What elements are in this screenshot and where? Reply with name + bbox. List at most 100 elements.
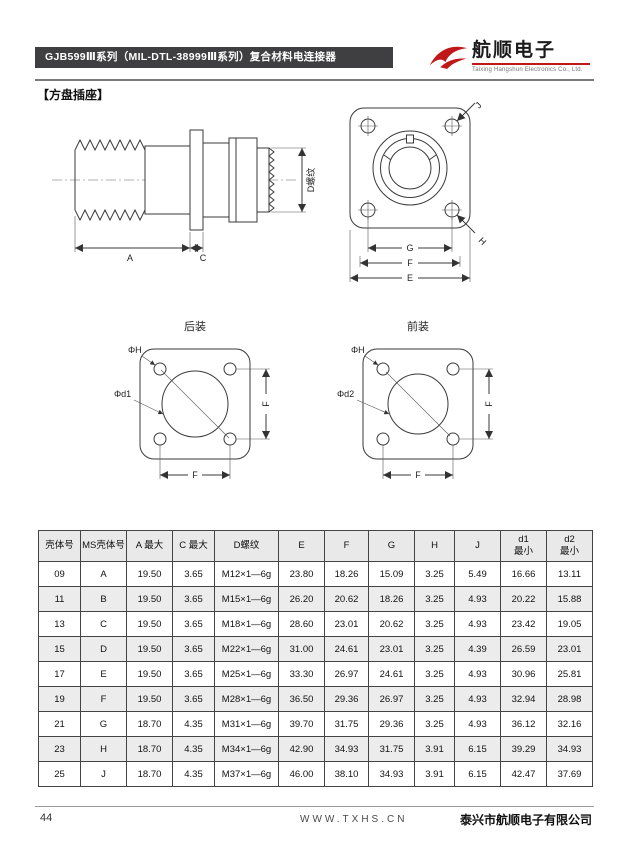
table-cell: 4.93 [454, 686, 501, 712]
table-cell: 5.49 [454, 561, 501, 587]
table-cell: G [80, 711, 127, 737]
table-cell: 19.50 [126, 561, 173, 587]
table-cell: 4.35 [172, 711, 215, 737]
table-cell: 3.65 [172, 611, 215, 637]
header-divider [35, 79, 594, 81]
table-cell: E [80, 661, 127, 687]
column-header: D螺纹 [214, 530, 279, 562]
table-cell: 19 [38, 686, 81, 712]
rear-dim-f-bottom: F [192, 470, 198, 480]
table-cell: 3.65 [172, 586, 215, 612]
logo-company-name: 航顺电子 [472, 40, 557, 61]
table-cell: 21 [38, 711, 81, 737]
table-cell: 36.12 [500, 711, 547, 737]
table-cell: H [80, 736, 127, 762]
table-cell: M22×1—6g [214, 636, 279, 662]
table-cell: 26.97 [324, 661, 369, 687]
dim-label-g: G [406, 243, 413, 253]
table-cell: 31.75 [368, 736, 415, 762]
page-number: 44 [40, 812, 53, 824]
table-cell: 32.16 [546, 711, 593, 737]
table-cell: 18.70 [126, 711, 173, 737]
table-cell: 32.94 [500, 686, 547, 712]
mounting-flange [189, 129, 204, 231]
table-cell: 25.81 [546, 661, 593, 687]
column-header: d1 最小 [500, 530, 547, 562]
table-cell: 3.25 [414, 561, 455, 587]
table-cell: 13 [38, 611, 81, 637]
table-cell: 4.93 [454, 586, 501, 612]
column-header: A 最大 [126, 530, 173, 562]
table-cell: 36.50 [278, 686, 325, 712]
front-dim-f-right: F [484, 401, 494, 407]
column-header: F [324, 530, 369, 562]
table-cell: D [80, 636, 127, 662]
front-mount-diagram: 前装 ΦH Φd2 F F [337, 319, 494, 480]
table-cell: 23.01 [368, 636, 415, 662]
table-cell: 30.96 [500, 661, 547, 687]
section-label: 【方盘插座】 [37, 88, 110, 102]
dim-label-d-thread: D螺纹 [305, 168, 316, 193]
column-header: H [414, 530, 455, 562]
table-cell: 26.97 [368, 686, 415, 712]
dim-label-a: A [127, 253, 133, 263]
rear-hole-label: ΦH [128, 345, 142, 355]
table-cell: 23.01 [546, 636, 593, 662]
rear-mount-title: 后装 [184, 320, 206, 333]
table-cell: 31.00 [278, 636, 325, 662]
dim-label-c: C [200, 253, 207, 263]
table-cell: C [80, 611, 127, 637]
table-cell: 3.65 [172, 661, 215, 687]
table-cell: M28×1—6g [214, 686, 279, 712]
rear-mount-diagram: 后装 ΦH Φd1 F F [114, 320, 271, 480]
table-cell: 23.42 [500, 611, 547, 637]
table-cell: 3.25 [414, 636, 455, 662]
table-cell: 37.69 [546, 761, 593, 787]
footer-company-name: 泰兴市航顺电子有限公司 [459, 813, 592, 827]
table-cell: 19.50 [126, 586, 173, 612]
column-header: G [368, 530, 415, 562]
dim-label-e: E [407, 273, 413, 283]
column-header: 壳体号 [38, 530, 81, 562]
table-cell: 28.98 [546, 686, 593, 712]
mating-thread-profile [268, 147, 275, 213]
table-cell: 24.61 [324, 636, 369, 662]
table-cell: 13.11 [546, 561, 593, 587]
front-mount-title: 前装 [407, 319, 429, 333]
table-cell: M31×1—6g [214, 711, 279, 737]
table-cell: 19.50 [126, 686, 173, 712]
table-cell: B [80, 586, 127, 612]
table-cell: 28.60 [278, 611, 325, 637]
table-cell: 31.75 [324, 711, 369, 737]
thread-profile-top [74, 138, 146, 152]
table-cell: 09 [38, 561, 81, 587]
logo-underline [472, 63, 590, 65]
table-cell: M37×1—6g [214, 761, 279, 787]
front-hole-label: ΦH [351, 345, 365, 355]
rear-dim-f-right: F [261, 401, 271, 407]
table-cell: M18×1—6g [214, 611, 279, 637]
dim-label-h: H [477, 235, 489, 247]
page-title: GJB599Ⅲ系列（MIL-DTL-38999Ⅲ系列）复合材料电连接器 [35, 47, 393, 68]
thread-profile-bottom [74, 208, 146, 222]
table-cell: 33.30 [278, 661, 325, 687]
mounting-diagrams: 后装 ΦH Φd1 F F 前装 [114, 319, 494, 480]
table-cell: 18.70 [126, 761, 173, 787]
table-cell: 23.80 [278, 561, 325, 587]
dim-label-j: J [473, 100, 483, 110]
table-cell: 38.10 [324, 761, 369, 787]
front-dim-f-bottom: F [415, 470, 421, 480]
table-cell: 3.65 [172, 686, 215, 712]
table-cell: 23 [38, 736, 81, 762]
table-cell: 4.93 [454, 711, 501, 737]
table-cell: 25 [38, 761, 81, 787]
table-cell: 39.70 [278, 711, 325, 737]
table-cell: 6.15 [454, 736, 501, 762]
table-cell: 20.62 [368, 611, 415, 637]
